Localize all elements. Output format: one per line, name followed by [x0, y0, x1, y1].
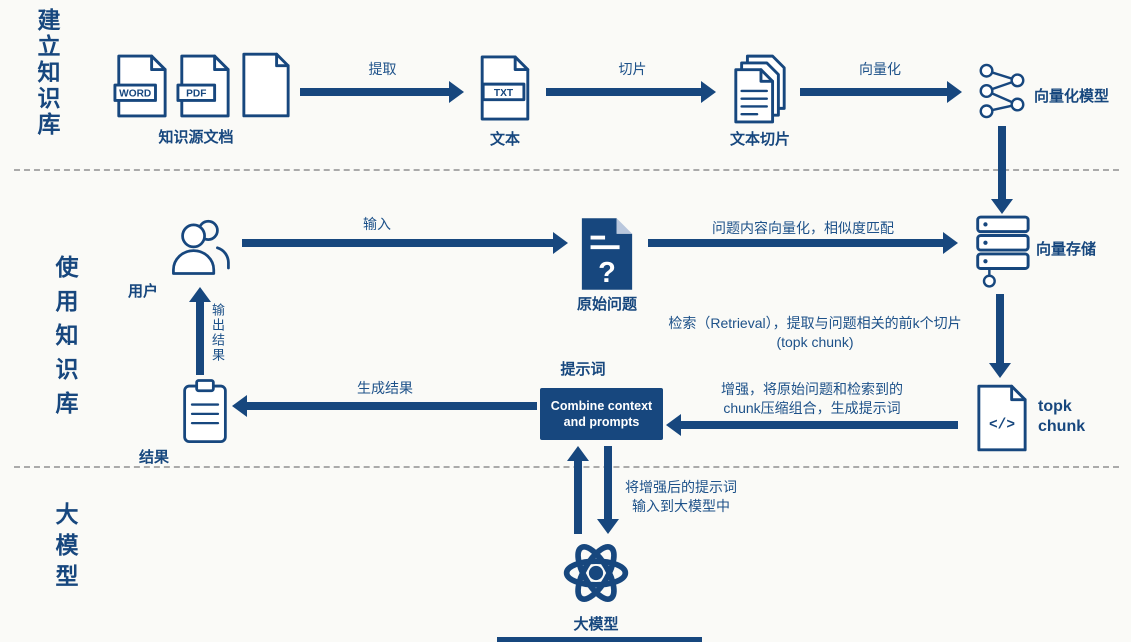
section-divider-2 — [14, 466, 1119, 468]
to-llm-note: 将增强后的提示词 输入到大模型中 — [622, 478, 740, 516]
user-icon — [167, 210, 233, 282]
section-label-build: 建立知识库 — [34, 8, 60, 138]
result-label: 结果 — [138, 449, 169, 466]
input-arrow — [242, 232, 568, 254]
user-label: 用户 — [127, 283, 158, 300]
vector-store-icon — [968, 214, 1032, 290]
retrieval-note-line1: 检索（Retrieval），提取与问题相关的前k个切片 — [668, 315, 962, 331]
embedding-model-icon — [973, 60, 1031, 122]
combine-box-line2: and prompts — [563, 415, 640, 429]
chunks-doc-label: 文本切片 — [729, 131, 790, 148]
txt-doc-icon: TXT — [477, 55, 532, 121]
augment-arrow — [666, 414, 958, 436]
to-llm-note-line1: 将增强后的提示词 — [625, 479, 737, 495]
code-glyph: </> — [989, 418, 1015, 434]
combine-box: Combine context and prompts — [540, 388, 663, 440]
section-label-model: 大模型 — [52, 502, 78, 595]
output-arrow — [189, 287, 211, 375]
generate-arrow-label: 生成结果 — [357, 380, 413, 396]
to-vector-store-arrow — [991, 126, 1013, 214]
text-doc-label: 文本 — [489, 131, 520, 148]
question-glyph: ? — [598, 257, 616, 289]
topk-label-line2: chunk — [1038, 418, 1086, 435]
section-divider-1 — [14, 169, 1119, 171]
blank-doc-icon — [240, 52, 292, 118]
slice-arrow — [546, 81, 716, 103]
vectorize-arrow — [800, 81, 962, 103]
pdf-doc-icon: PDF — [176, 54, 232, 118]
extract-arrow-label: 提取 — [368, 61, 397, 77]
augment-note-line1: 增强，将原始问题和检索到的 — [721, 381, 903, 397]
question-doc-icon: ? — [578, 216, 636, 292]
embedding-model-label: 向量化模型 — [1034, 88, 1110, 105]
result-clipboard-icon — [180, 378, 230, 446]
match-arrow — [648, 232, 958, 254]
vector-store-label: 向量存储 — [1036, 241, 1097, 258]
bottom-bar — [497, 637, 702, 642]
prompt-title: 提示词 — [560, 361, 606, 378]
topk-chunk-icon: </> — [975, 384, 1029, 452]
augment-note: 增强，将原始问题和检索到的 chunk压缩组合，生成提示词 — [667, 380, 957, 418]
slice-arrow-label: 切片 — [618, 61, 647, 77]
to-llm-arrow — [597, 446, 619, 534]
question-label: 原始问题 — [576, 296, 637, 313]
vectorize-arrow-label: 向量化 — [859, 61, 901, 77]
retrieval-arrow — [989, 294, 1011, 378]
output-arrow-label: 输出结果 — [210, 303, 225, 363]
augment-note-line2: chunk压缩组合，生成提示词 — [723, 400, 901, 416]
section-label-use: 使用知识库 — [52, 255, 78, 425]
combine-box-line1: Combine context — [550, 399, 653, 413]
word-badge: WORD — [119, 89, 151, 100]
topk-label-line1: topk — [1038, 398, 1072, 415]
match-arrow-label: 问题内容向量化，相似度匹配 — [712, 220, 894, 236]
llm-label: 大模型 — [573, 616, 619, 633]
word-doc-icon: WORD — [113, 54, 169, 118]
generate-arrow — [232, 395, 537, 417]
pdf-badge: PDF — [186, 89, 206, 100]
llm-atom-icon — [560, 536, 632, 610]
input-arrow-label: 输入 — [363, 216, 391, 232]
retrieval-note-line2: (topk chunk) — [776, 334, 854, 350]
txt-badge: TXT — [494, 88, 514, 99]
source-docs-label: 知识源文档 — [158, 129, 234, 146]
to-llm-note-line2: 输入到大模型中 — [632, 498, 730, 514]
retrieval-note: 检索（Retrieval），提取与问题相关的前k个切片 (topk chunk) — [630, 314, 1000, 352]
llm-return-arrow — [567, 446, 589, 534]
chunks-doc-icon — [730, 54, 790, 126]
topk-chunk-label: topk chunk — [1038, 397, 1102, 437]
extract-arrow — [300, 81, 464, 103]
